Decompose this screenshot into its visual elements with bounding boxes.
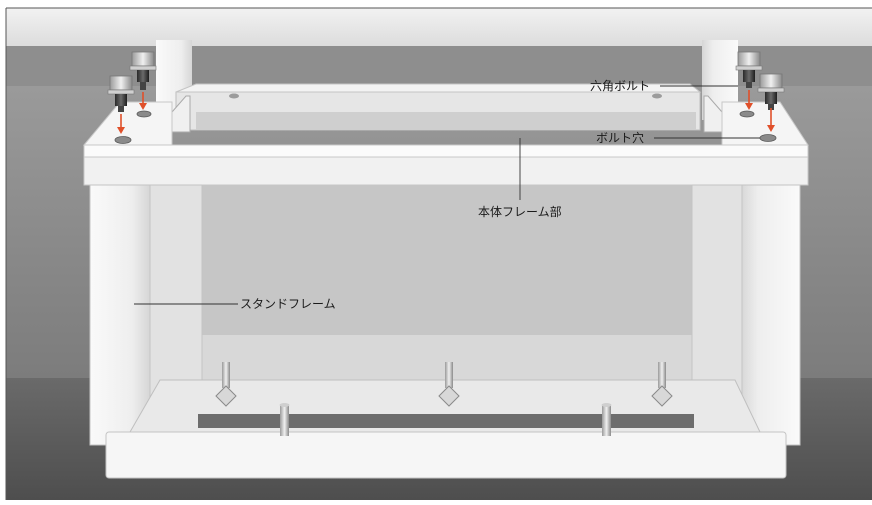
bolt-hole — [114, 136, 132, 144]
label-bolt-hole: ボルト穴 — [596, 130, 644, 145]
bolt-hole — [136, 110, 152, 118]
hex-bolts — [107, 51, 785, 112]
hex-bolt — [107, 75, 135, 112]
stand-frame — [89, 184, 801, 479]
anchor-bolt — [601, 403, 612, 436]
anchor-bolt — [651, 362, 673, 407]
label-hex-bolt: 六角ボルト — [590, 79, 650, 93]
hex-bolt — [735, 51, 763, 88]
insertion-arrows — [117, 90, 775, 134]
anchor-bolts — [215, 362, 673, 436]
label-stand-frame: スタンドフレーム — [240, 297, 336, 311]
hex-bolt — [129, 51, 157, 90]
label-body-frame: 本体フレーム部 — [478, 204, 562, 219]
bolt-hole — [739, 110, 755, 118]
anchor-bolt — [279, 403, 290, 436]
callout-leaders — [134, 85, 760, 305]
bolt-holes — [114, 110, 777, 144]
bolt-hole — [759, 134, 777, 142]
hex-bolt — [757, 73, 785, 110]
anchor-bolt — [215, 362, 237, 407]
anchor-bolt — [438, 362, 460, 407]
